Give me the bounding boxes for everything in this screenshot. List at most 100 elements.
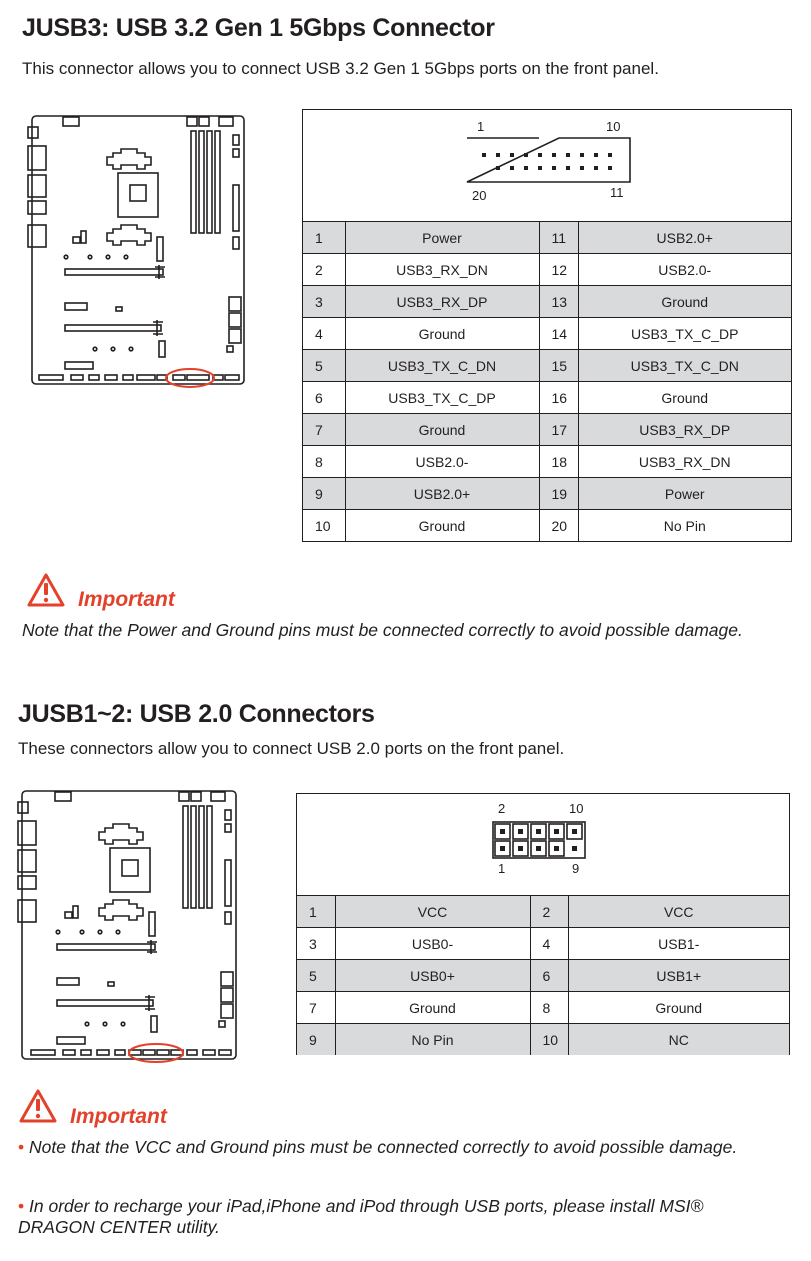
pin-signal: USB1-	[567, 927, 789, 960]
pin-signal: USB0-	[334, 927, 531, 960]
motherboard-diagram-icon	[27, 113, 249, 393]
jusb3-description: This connector allows you to connect USB…	[22, 59, 659, 78]
pin-number: 1	[297, 896, 336, 928]
pin-number: 9	[303, 477, 346, 510]
pin-number: 13	[538, 285, 579, 318]
pin-number: 5	[303, 349, 346, 382]
pin-number: 7	[303, 413, 346, 446]
pin-label-top-left: 1	[477, 119, 485, 134]
pin-signal: Ground	[344, 317, 540, 350]
pin-signal: USB2.0+	[577, 222, 791, 254]
pin-number: 12	[538, 253, 579, 286]
jusb12-title: JUSB1~2: USB 2.0 Connectors	[18, 700, 375, 728]
pin-signal: Ground	[577, 381, 791, 414]
pin-signal: VCC	[334, 896, 531, 928]
pin-signal: USB3_TX_C_DN	[344, 349, 540, 382]
pin-number: 1	[303, 222, 346, 254]
pin-signal: Power	[344, 222, 540, 254]
pin-signal: Ground	[567, 991, 789, 1024]
pin-number: 7	[297, 991, 336, 1024]
pin-number: 4	[303, 317, 346, 350]
pin-signal: Ground	[577, 285, 791, 318]
jusb12-connector-header: 2 10 1 9	[297, 794, 789, 896]
pin-number: 6	[529, 959, 569, 992]
important-label: Important	[70, 1105, 167, 1128]
pin-number: 16	[538, 381, 579, 414]
pin-signal: USB3_RX_DP	[344, 285, 540, 318]
important-label: Important	[78, 588, 175, 611]
pin-number: 15	[538, 349, 579, 382]
pin-signal: Power	[577, 477, 791, 510]
pin-signal: Ground	[344, 509, 540, 541]
pin-number: 8	[303, 445, 346, 478]
pin-signal: USB3_TX_C_DN	[577, 349, 791, 382]
important-note-2: • In order to recharge your iPad,iPhone …	[18, 1196, 704, 1237]
pin-number: 10	[529, 1023, 569, 1055]
pin-number: 18	[538, 445, 579, 478]
pin-signal: USB3_RX_DN	[344, 253, 540, 286]
pin-signal: Ground	[334, 991, 531, 1024]
pin-signal: No Pin	[577, 509, 791, 541]
pin-number: 2	[529, 896, 569, 928]
pin-signal: USB3_TX_C_DP	[344, 381, 540, 414]
pin-number: 14	[538, 317, 579, 350]
pin-label-bottom-left: 20	[472, 188, 487, 203]
pin-number: 10	[303, 509, 346, 541]
pin-number: 3	[303, 285, 346, 318]
pin-number: 20	[538, 509, 579, 541]
pin-label-top-right: 10	[606, 119, 621, 134]
jusb3-connector-header: 1 10 20 11	[303, 110, 791, 222]
pin-number: 6	[303, 381, 346, 414]
pin-signal: USB2.0-	[577, 253, 791, 286]
pin-signal: VCC	[567, 896, 789, 928]
pin-signal: USB0+	[334, 959, 531, 992]
pin-number: 4	[529, 927, 569, 960]
pin-signal: USB3_TX_C_DP	[577, 317, 791, 350]
pin-number: 8	[529, 991, 569, 1024]
pin-label-bottom-left: 1	[498, 861, 506, 876]
pin-label-bottom-right: 11	[610, 185, 624, 200]
important-note: Note that the Power and Ground pins must…	[22, 620, 743, 640]
warning-triangle-icon	[19, 1089, 57, 1123]
pin-signal: Ground	[344, 413, 540, 446]
pin-label-bottom-right: 9	[572, 861, 580, 876]
pin-signal: USB2.0-	[344, 445, 540, 478]
pin-number: 17	[538, 413, 579, 446]
usb2-header-icon	[492, 821, 586, 859]
pin-number: 3	[297, 927, 336, 960]
pin-label-top-right: 10	[569, 801, 584, 816]
pin-number: 19	[538, 477, 579, 510]
warning-triangle-icon	[27, 573, 65, 607]
pin-number: 2	[303, 253, 346, 286]
motherboard-diagram-icon	[15, 788, 241, 1069]
pin-signal: USB3_RX_DP	[577, 413, 791, 446]
usb3-header-icon	[466, 137, 631, 183]
pin-label-top-left: 2	[498, 801, 506, 816]
pin-signal: NC	[567, 1023, 789, 1055]
pin-number: 11	[538, 222, 579, 254]
pin-number: 9	[297, 1023, 336, 1055]
pin-signal: No Pin	[334, 1023, 531, 1055]
pin-signal: USB3_RX_DN	[577, 445, 791, 478]
pin-number: 5	[297, 959, 336, 992]
pin-signal: USB2.0+	[344, 477, 540, 510]
pin-signal: USB1+	[567, 959, 789, 992]
